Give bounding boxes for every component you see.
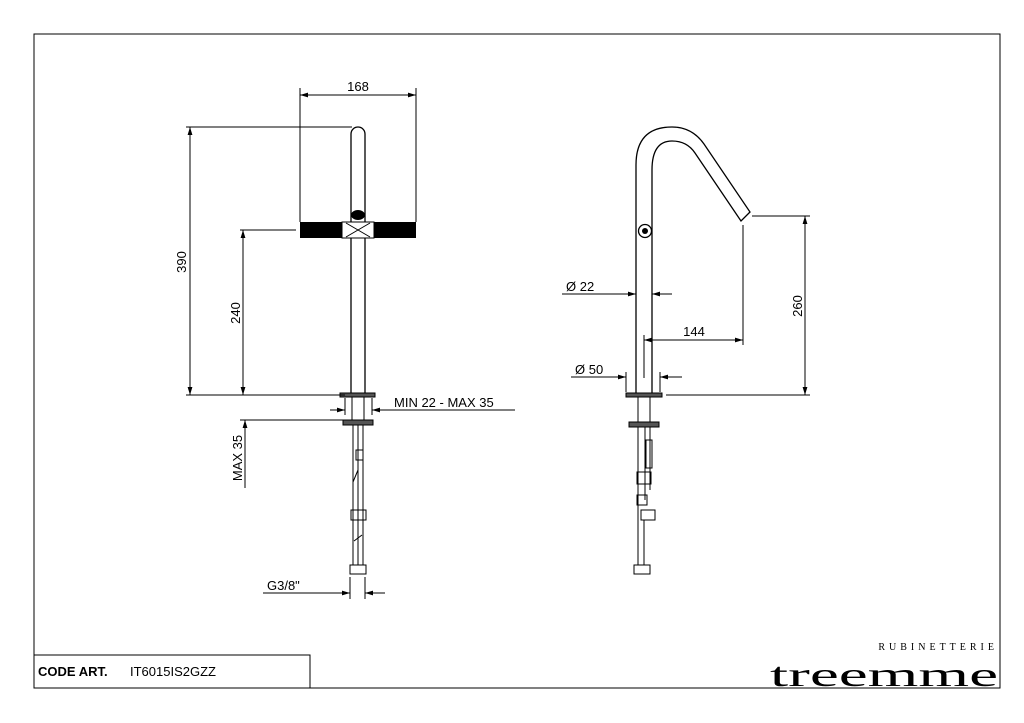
dim-max-label: MAX 35 — [230, 435, 245, 481]
logo-brand: treemme — [770, 657, 998, 694]
front-view: 168 390 240 MIN 22 - MAX 35 MAX 35 G3/8" — [174, 79, 515, 599]
sensor-button — [637, 223, 653, 239]
code-art-label: CODE ART. — [38, 664, 108, 679]
brand-logo: RUBINETTERIE treemme — [770, 642, 998, 694]
title-block: CODE ART. IT6015IS2GZZ — [33, 654, 311, 689]
dim-handle-height-label: 240 — [228, 302, 243, 324]
dim-connection-label: G3/8" — [267, 578, 300, 593]
dim-total-height-label: 390 — [174, 251, 189, 273]
dim-width-label: 168 — [347, 79, 369, 94]
dim-base-diameter-label: Ø 50 — [575, 362, 603, 377]
side-supply-hoses — [633, 427, 656, 575]
front-spout-tube — [350, 126, 366, 393]
side-view: Ø 22 Ø 50 144 260 — [562, 126, 810, 575]
side-lock-nut — [628, 421, 660, 428]
front-supply-hoses — [349, 425, 367, 575]
dim-spout-height-label: 260 — [790, 295, 805, 317]
dim-reach-label: 144 — [683, 324, 705, 339]
front-base-flange — [339, 392, 376, 398]
side-base-flange — [625, 392, 663, 398]
code-art-value: IT6015IS2GZZ — [130, 664, 216, 679]
dim-deck-thickness-label: MIN 22 - MAX 35 — [394, 395, 494, 410]
front-handle — [300, 210, 416, 239]
side-spout-tube — [635, 126, 751, 393]
drawing-frame — [33, 33, 1001, 689]
front-lock-nut — [342, 419, 374, 426]
dim-tube-diameter-label: Ø 22 — [566, 279, 594, 294]
logo-subtitle: RUBINETTERIE — [878, 642, 998, 653]
